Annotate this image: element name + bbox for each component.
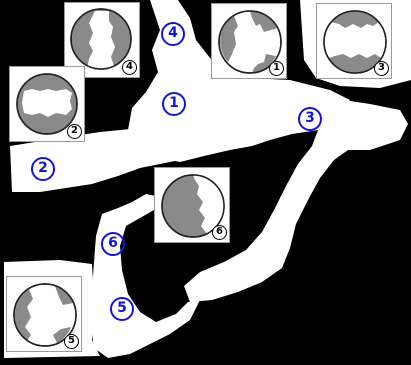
region-label-3: 3: [298, 107, 322, 131]
thumbnail-5[interactable]: 5: [6, 276, 82, 352]
region-label-2: 2: [31, 157, 55, 181]
thumbnail-1[interactable]: 1: [211, 3, 287, 79]
region-label-1: 1: [162, 92, 186, 116]
thumbnail-2[interactable]: 2: [9, 66, 85, 142]
region-label-5: 5: [110, 297, 134, 321]
region-label-4: 4: [161, 22, 185, 46]
thumbnail-badge: 3: [374, 61, 389, 76]
thumbnail-badge: 4: [122, 60, 137, 75]
thumbnail-3[interactable]: 3: [316, 3, 392, 79]
thumbnail-badge: 6: [212, 225, 227, 240]
thumbnail-6[interactable]: 6: [154, 167, 230, 243]
thumbnail-badge: 5: [64, 334, 79, 349]
region-label-6: 6: [101, 232, 125, 256]
thumbnail-badge: 2: [67, 124, 82, 139]
thumbnail-badge: 1: [269, 61, 284, 76]
